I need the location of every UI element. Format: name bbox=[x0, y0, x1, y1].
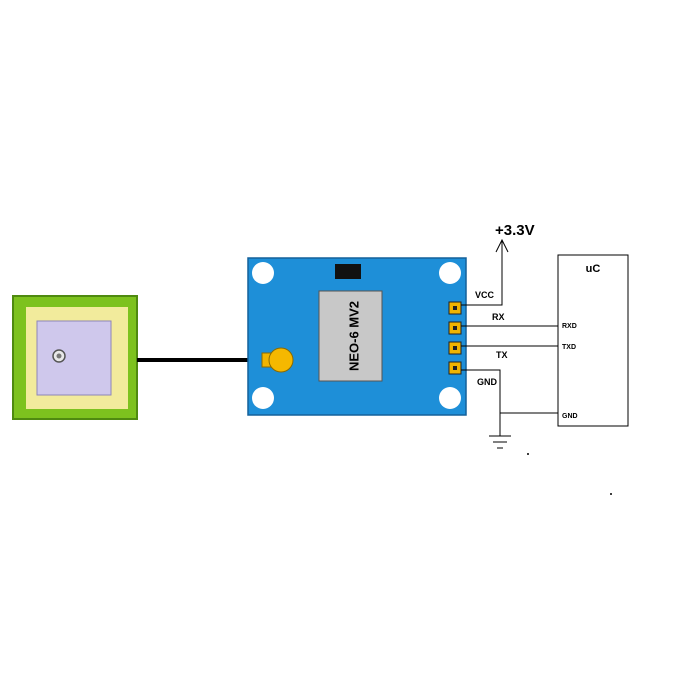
pin-tx-hole bbox=[453, 346, 457, 350]
ground-symbol bbox=[489, 435, 511, 449]
power-arrow bbox=[495, 238, 509, 253]
label-rx: RX bbox=[492, 312, 505, 322]
power-label: +3.3V bbox=[495, 222, 535, 239]
pin-gnd-hole bbox=[453, 366, 457, 370]
mount-hole-bottom-left bbox=[252, 387, 274, 409]
gnd-line bbox=[461, 369, 501, 436]
mcu-pin-gnd: GND bbox=[562, 413, 578, 420]
header-pins bbox=[448, 301, 462, 375]
mount-hole-bottom-right bbox=[439, 387, 461, 409]
mcu-title: uC bbox=[586, 263, 601, 275]
chip-label: NEO-6 MV2 bbox=[346, 301, 361, 371]
mcu-box bbox=[557, 254, 629, 427]
vcc-wire bbox=[461, 238, 509, 306]
mount-hole-top-left bbox=[252, 262, 274, 284]
antenna-center bbox=[36, 320, 112, 396]
gps-module: NEO-6 MV2 bbox=[247, 257, 467, 416]
mcu-pin-rxd: RXD bbox=[562, 323, 577, 330]
mcu-pin-txd: TXD bbox=[562, 344, 576, 351]
label-tx: TX bbox=[496, 350, 508, 360]
module-battery bbox=[335, 264, 361, 279]
vcc-line bbox=[461, 240, 503, 306]
chip-shield bbox=[318, 290, 383, 382]
label-gnd: GND bbox=[477, 377, 498, 387]
antenna-feed-core bbox=[56, 353, 62, 359]
stray-dot bbox=[527, 453, 529, 455]
patch-antenna bbox=[12, 295, 138, 420]
mount-hole-top-right bbox=[439, 262, 461, 284]
label-vcc: VCC bbox=[475, 290, 495, 300]
gnd-wire bbox=[461, 369, 558, 436]
ufl-connector bbox=[268, 347, 294, 373]
pin-vcc-hole bbox=[453, 306, 457, 310]
stray-dot bbox=[610, 493, 612, 495]
microcontroller: uC RXD TXD GND bbox=[557, 254, 629, 427]
pin-rx-hole bbox=[453, 326, 457, 330]
